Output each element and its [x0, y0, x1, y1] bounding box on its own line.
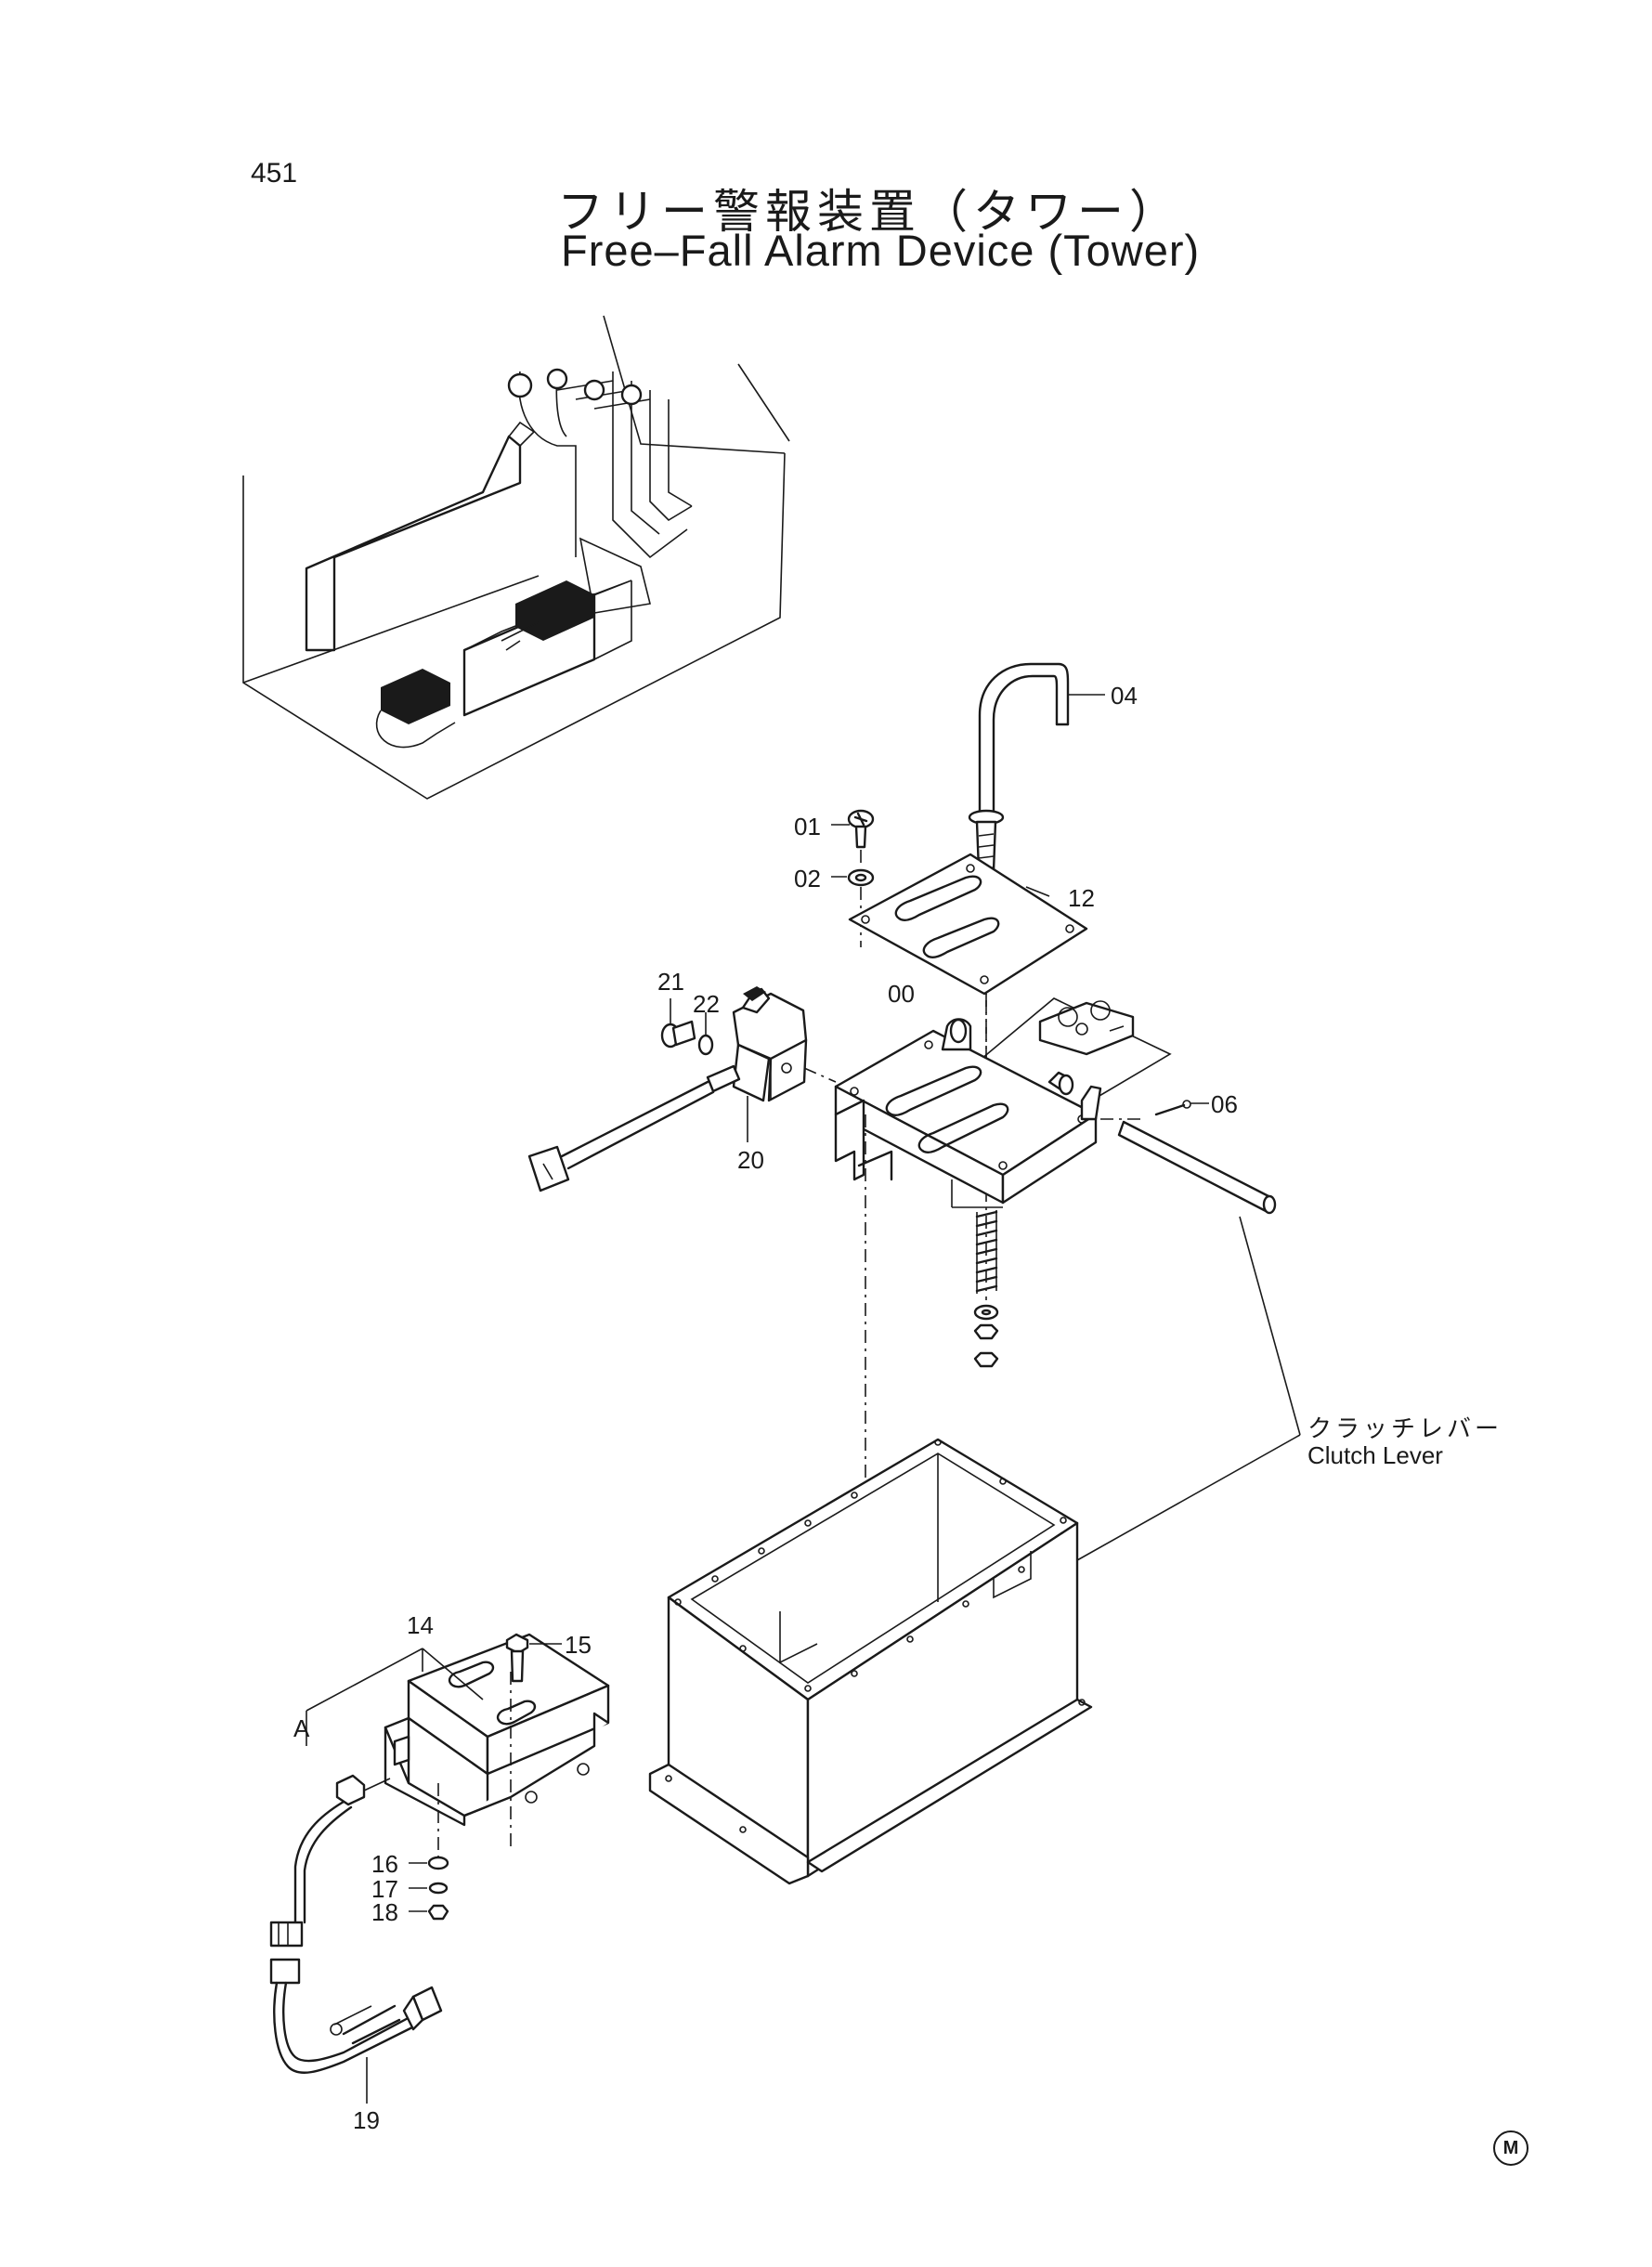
switch-plate-assembly	[969, 997, 1172, 1115]
part-18-nut	[409, 1904, 449, 1921]
spring-and-nuts	[973, 1210, 999, 1368]
callout-15: 15	[565, 1631, 592, 1659]
callout-00: 00	[888, 980, 915, 1008]
callout-22: 22	[693, 990, 720, 1018]
tower-box	[648, 1438, 1093, 1885]
part-14-alarm-unit	[306, 1633, 610, 1827]
callout-18: 18	[371, 1898, 398, 1926]
overview-cab-illustration	[242, 315, 790, 800]
callout-19: 19	[353, 2106, 380, 2134]
callout-14: 14	[407, 1611, 434, 1639]
part-12-cover-plate	[848, 853, 1088, 996]
part-06-split-pin	[1154, 1100, 1209, 1116]
part-00-bracket	[834, 1018, 1102, 1208]
clutch-lever-shaft	[1117, 1120, 1277, 1215]
page-number: 451	[251, 158, 298, 189]
callout-02: 02	[794, 865, 821, 892]
clutch-lever-label-japanese: クラッチレバー	[1307, 1415, 1503, 1443]
part-20-cylinder-switch	[527, 986, 808, 1192]
part-16-washer	[409, 1856, 449, 1870]
callout-20: 20	[737, 1146, 764, 1174]
part-02-washer	[831, 868, 875, 887]
part-15-bolt	[505, 1633, 562, 1683]
clutch-lever-label-english: Clutch Lever	[1307, 1441, 1443, 1469]
part-21-bolt	[660, 998, 696, 1049]
page-title-japanese: フリー警報装置（タワー）	[557, 185, 1181, 239]
callout-06: 06	[1211, 1090, 1238, 1118]
callout-04: 04	[1111, 682, 1138, 710]
part-17-washer	[409, 1882, 449, 1895]
part-01-screw	[831, 809, 875, 849]
page-title-english: Free–Fall Alarm Device (Tower)	[561, 226, 1201, 275]
callout-view-a: A	[293, 1714, 310, 1742]
callout-17: 17	[371, 1875, 398, 1903]
callout-16: 16	[371, 1850, 398, 1878]
m-registered-mark: M	[1493, 2130, 1528, 2166]
part-22-washer	[697, 1012, 714, 1056]
part-19-wire-harness	[269, 1774, 443, 2104]
callout-12: 12	[1068, 884, 1095, 912]
callout-21: 21	[657, 968, 684, 996]
callout-01: 01	[794, 813, 821, 840]
